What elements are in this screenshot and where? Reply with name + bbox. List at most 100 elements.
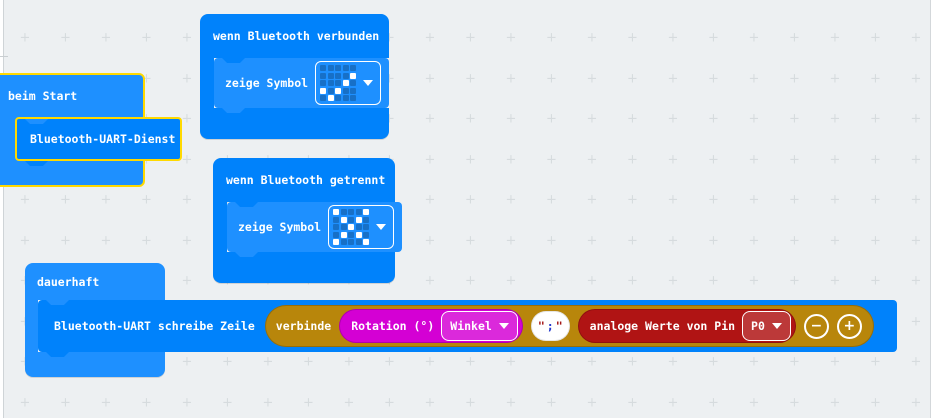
grid-cross-mark: + xyxy=(748,111,760,127)
add-arg-button[interactable]: + xyxy=(836,313,862,339)
grid-cross-mark: + xyxy=(384,395,395,410)
dropdown-pin[interactable]: P0 xyxy=(742,311,791,341)
led-cell xyxy=(355,209,362,215)
led-cell xyxy=(350,87,357,94)
led-cell xyxy=(320,80,327,86)
led-cell xyxy=(340,239,347,245)
grid-cross-mark: + xyxy=(910,30,922,46)
notch-tab xyxy=(235,252,258,257)
led-cell xyxy=(342,65,349,71)
led-cell xyxy=(355,239,362,245)
grid-cross-mark: + xyxy=(546,233,557,248)
block-show-icon-connected[interactable]: zeige Symbol xyxy=(214,58,390,113)
block-bottom-bar xyxy=(200,108,389,139)
led-matrix-field[interactable] xyxy=(315,61,382,105)
dropdown-winkel[interactable]: Winkel xyxy=(441,311,518,341)
block-spine xyxy=(200,58,214,108)
grid-cross-mark: + xyxy=(100,233,112,248)
separator-value: ; xyxy=(546,319,554,333)
grid-cross-mark: + xyxy=(910,233,922,248)
grid-cross-mark: + xyxy=(870,152,881,167)
grid-cross-mark: + xyxy=(789,395,800,410)
grid-cross-mark: + xyxy=(708,111,719,127)
block-title: wenn Bluetooth getrennt xyxy=(226,173,386,187)
block-on-bluetooth-disconnected[interactable]: wenn Bluetooth getrennt zeige Symbol xyxy=(213,158,403,284)
grid-cross-mark: + xyxy=(708,233,719,248)
block-on-start[interactable]: beim Start Bluetooth-UART-Dienst xyxy=(0,73,182,187)
grid-cross-mark: + xyxy=(910,314,922,329)
led-cell xyxy=(342,72,349,79)
led-cell xyxy=(335,87,342,94)
led-cell xyxy=(335,72,342,79)
grid-cross-mark: + xyxy=(789,152,800,167)
grid-cross-mark: + xyxy=(910,395,922,410)
grid-cross-mark: + xyxy=(100,395,112,410)
grid-cross-mark: + xyxy=(829,71,841,86)
led-cell xyxy=(348,224,355,230)
notch-dent xyxy=(235,202,258,207)
grid-cross-mark: + xyxy=(60,192,71,208)
notch-dent xyxy=(46,300,69,305)
block-uart-write-line[interactable]: Bluetooth-UART schreibe Zeile verbinde R… xyxy=(38,300,897,357)
grid-cross-mark: + xyxy=(789,192,800,208)
led-cell xyxy=(327,65,334,71)
grid-cross-mark: + xyxy=(910,152,922,167)
block-bluetooth-uart-service[interactable]: Bluetooth-UART-Dienst xyxy=(15,117,182,166)
workspace-right-edge xyxy=(930,0,935,418)
grid-cross-mark: + xyxy=(586,395,598,410)
block-forever[interactable]: dauerhaft Bluetooth-UART schreibe Zeile … xyxy=(25,263,897,377)
grid-cross-mark: + xyxy=(465,152,476,167)
grid-cross-mark: + xyxy=(343,395,355,410)
led-cell xyxy=(350,95,357,101)
remove-arg-button[interactable]: − xyxy=(803,313,829,339)
led-matrix-field[interactable] xyxy=(328,205,395,249)
grid-cross-mark: + xyxy=(60,30,71,46)
block-title: wenn Bluetooth verbunden xyxy=(213,29,380,43)
dropdown-arrow-icon xyxy=(498,323,509,329)
grid-cross-mark: + xyxy=(505,233,517,248)
grid-cross-mark: + xyxy=(667,71,679,86)
block-title: dauerhaft xyxy=(37,274,100,289)
grid-cross-mark: + xyxy=(181,152,193,167)
grid-cross-mark: + xyxy=(424,233,436,248)
dropdown-winkel-value: Winkel xyxy=(450,319,492,333)
grid-cross-mark: + xyxy=(586,233,598,248)
grid-cross-mark: + xyxy=(424,192,436,208)
grid-cross-mark: + xyxy=(910,273,922,289)
block-on-bluetooth-connected[interactable]: wenn Bluetooth verbunden zeige Symbol xyxy=(200,14,390,140)
grid-cross-mark: + xyxy=(667,233,679,248)
join-label: verbinde xyxy=(275,319,332,333)
string-field-separator[interactable]: " ; " xyxy=(530,311,570,341)
grid-cross-mark: + xyxy=(627,395,638,410)
block-join[interactable]: verbinde Rotation (°) Winkel " ; " analo… xyxy=(264,305,874,347)
dropdown-pin-value: P0 xyxy=(751,319,765,333)
grid-cross-mark: + xyxy=(870,233,881,248)
grid-cross-mark: + xyxy=(870,30,881,46)
led-cell xyxy=(342,95,349,101)
grid-cross-mark: + xyxy=(627,30,638,46)
led-cell xyxy=(333,239,340,245)
led-cell xyxy=(335,80,342,86)
grid-cross-mark: + xyxy=(667,111,679,127)
grid-cross-mark: + xyxy=(181,71,193,86)
led-cell xyxy=(350,80,357,86)
notch-tab xyxy=(222,108,245,113)
grid-cross-mark: + xyxy=(748,192,760,208)
grid-cross-mark: + xyxy=(667,192,679,208)
led-cell xyxy=(327,72,334,79)
block-rotation[interactable]: Rotation (°) Winkel xyxy=(339,309,523,343)
grid-cross-mark: + xyxy=(505,192,517,208)
grid-cross-mark: + xyxy=(748,71,760,86)
grid-cross-mark: + xyxy=(667,395,679,410)
led-cell xyxy=(320,65,327,71)
led-cell xyxy=(333,216,340,223)
show-icon-label: zeige Symbol xyxy=(238,220,322,234)
block-analog-read-pin[interactable]: analoge Werte von Pin P0 xyxy=(577,309,796,343)
led-cell xyxy=(333,231,340,238)
grid-cross-mark: + xyxy=(262,395,274,410)
block-spine xyxy=(213,202,227,252)
block-bottom-bar xyxy=(25,352,165,377)
block-show-icon-disconnected[interactable]: zeige Symbol xyxy=(227,202,403,257)
led-cell xyxy=(327,80,334,86)
